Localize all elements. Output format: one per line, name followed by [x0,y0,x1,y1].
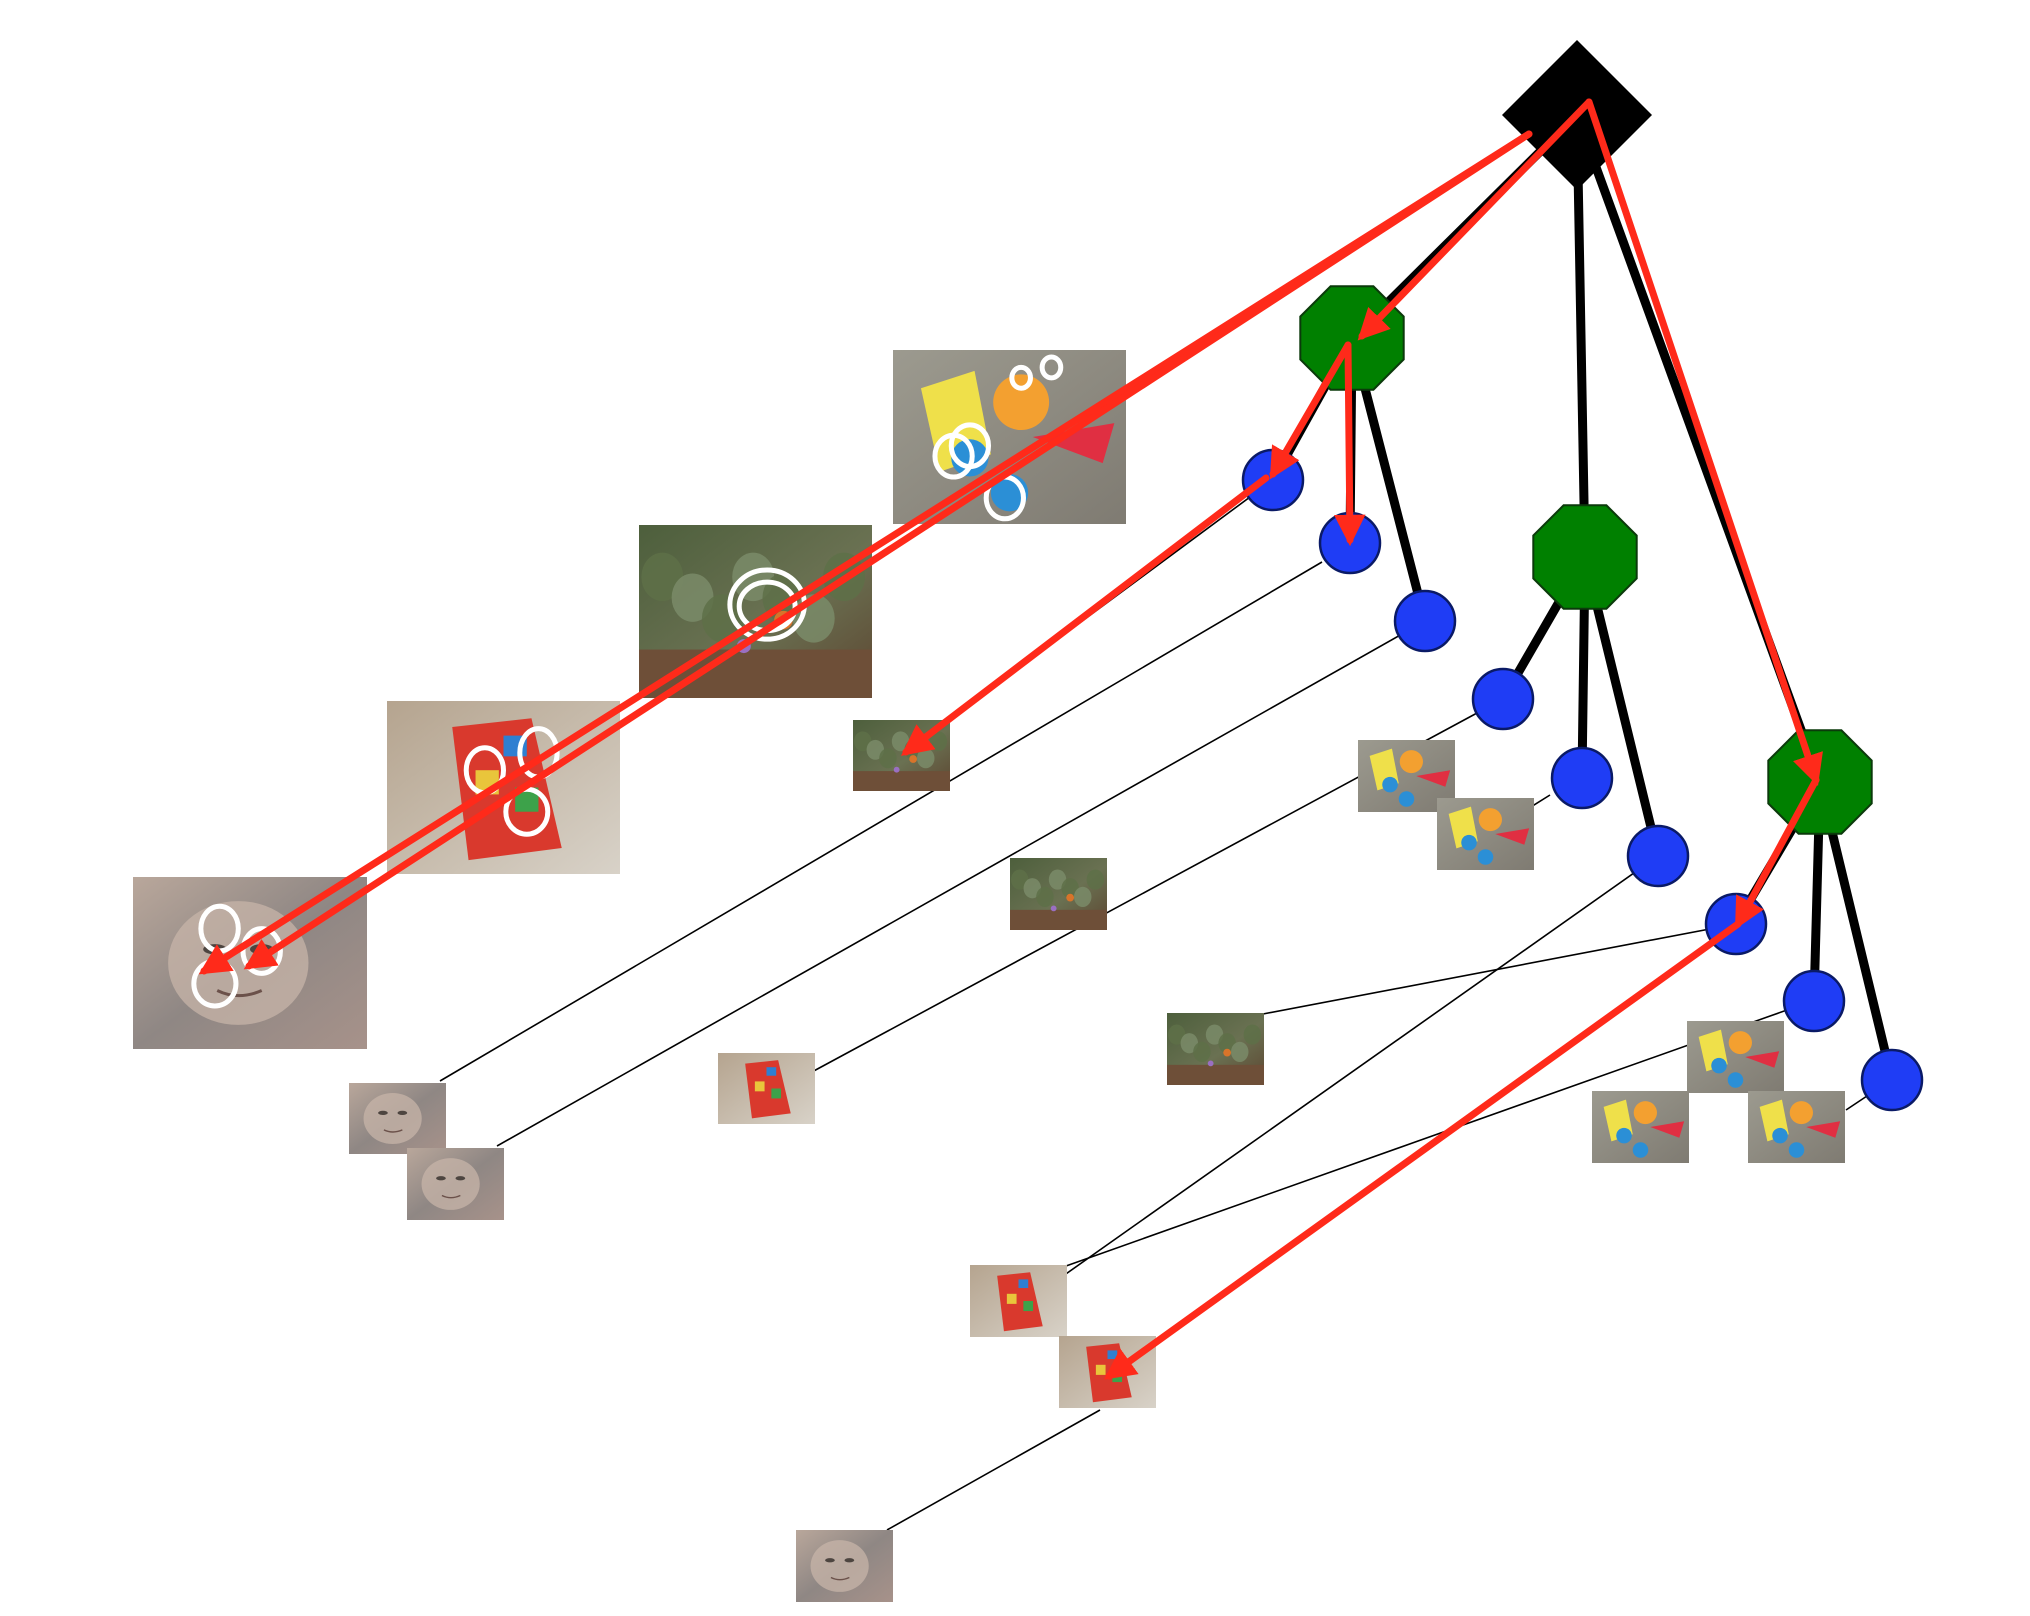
descend-path-arrow [1585,98,1823,786]
leaf-image-link [1262,923,1737,1015]
leaf-node [1626,824,1690,888]
feature-region-marker [932,432,975,480]
descend-path-arrow [1734,776,1820,930]
images [133,350,1845,1602]
leaf-node [1782,969,1846,1033]
leaf-node [1241,448,1305,512]
leaf-node [1471,667,1535,731]
database-image-face [796,1530,893,1602]
descend-path-arrow [1357,98,1593,341]
leaf-node [1860,1048,1924,1112]
descend-path-arrow [1333,341,1366,547]
leaf-node [1550,746,1614,810]
tree-edge [1572,110,1590,562]
descend-paths [198,98,1823,1380]
database-image-garden [1167,1013,1264,1085]
internal-node [1767,729,1873,835]
internal-node [1532,504,1638,610]
database-image-toy [1592,1091,1689,1163]
descend-path-arrow [900,474,1270,756]
database-image-garden [1010,858,1107,930]
internal-node [1299,285,1405,391]
leaf-image-link [886,1409,1101,1531]
feature-region-marker [1039,354,1064,381]
database-image-box [970,1265,1067,1337]
descend-path-arrow [1103,920,1742,1380]
feature-region-marker [240,926,283,976]
database-image-box [718,1053,815,1124]
database-image-box [1059,1336,1156,1408]
leaf-image-link [439,561,1323,1082]
feature-region-marker [1009,364,1033,391]
query-image-toy [893,350,1126,524]
database-image-face [349,1083,446,1154]
descend-path-arrow [243,130,1533,970]
leaf-image-link [1065,1009,1788,1267]
descend-path-arrow [1269,341,1352,480]
database-image-face [407,1148,504,1220]
leaf-node [1393,589,1457,653]
database-image-toy [1748,1091,1845,1163]
database-image-toy [1358,740,1455,812]
database-image-toy [1687,1021,1784,1093]
database-image-toy [1437,798,1534,870]
leaf-image-link [1062,855,1659,1277]
leaf-image-link [496,620,1426,1147]
